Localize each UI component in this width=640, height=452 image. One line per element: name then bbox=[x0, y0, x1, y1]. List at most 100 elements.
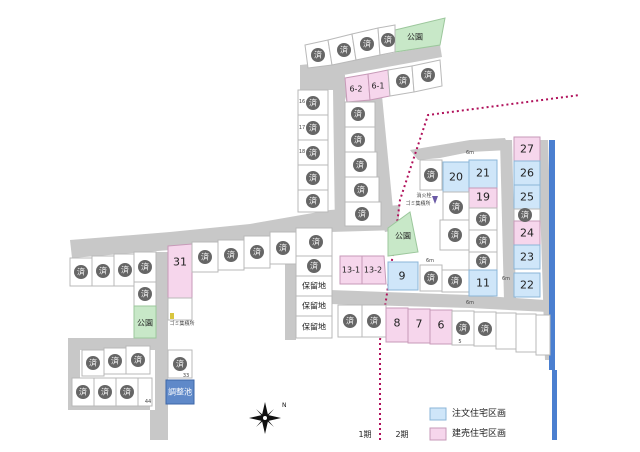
lot-number-labels: 6-2 6-1 31 13-1 13-2 9 8 7 6 11 20 21 19… bbox=[145, 82, 534, 406]
sold-mark-text: 済 bbox=[309, 196, 317, 206]
sold-marker: 済 bbox=[306, 121, 320, 135]
lot-number-26: 26 bbox=[520, 167, 534, 180]
lot-s5 bbox=[495, 312, 517, 350]
sold-marker: 済 bbox=[86, 356, 100, 370]
lot-22 bbox=[513, 272, 541, 298]
sold-marker: 済 bbox=[138, 260, 152, 274]
road-east-spine bbox=[500, 140, 516, 300]
sold-mark-text: 済 bbox=[134, 355, 142, 365]
width-6m-2: 6m bbox=[426, 258, 434, 264]
sold-mark-text: 済 bbox=[424, 70, 432, 80]
sold-mark-text: 済 bbox=[101, 387, 109, 397]
sold-mark-text: 済 bbox=[79, 387, 87, 397]
lot-number-5: 5 bbox=[458, 339, 461, 345]
sold-marker: 済 bbox=[311, 48, 325, 62]
sold-marker: 済 bbox=[343, 314, 357, 328]
park-north-label: 公園 bbox=[407, 33, 423, 42]
sold-mark-text: 済 bbox=[309, 173, 317, 183]
lot-31 bbox=[167, 243, 193, 299]
garbage-label-west: ゴミ集積所 bbox=[169, 320, 194, 327]
sold-marker: 済 bbox=[448, 228, 462, 242]
lot-number-22: 22 bbox=[520, 279, 534, 292]
lot-number-9: 9 bbox=[399, 270, 406, 283]
sold-marker: 済 bbox=[74, 265, 88, 279]
sold-marker: 済 bbox=[354, 183, 368, 197]
svg-text:N: N bbox=[282, 402, 287, 409]
sold-mark-text: 済 bbox=[479, 214, 487, 224]
lot-number-11: 11 bbox=[476, 277, 490, 290]
sold-mark-text: 済 bbox=[111, 356, 119, 366]
sold-mark-text: 済 bbox=[452, 202, 460, 212]
sold-mark-text: 済 bbox=[312, 237, 320, 247]
lot-number-18: 18 bbox=[299, 149, 305, 155]
sold-mark-text: 済 bbox=[363, 39, 371, 49]
sold-marker: 済 bbox=[276, 241, 290, 255]
lot-number-24: 24 bbox=[520, 227, 534, 240]
road-west-main bbox=[70, 205, 400, 258]
sold-marker: 済 bbox=[306, 171, 320, 185]
sold-mark-text: 済 bbox=[99, 266, 107, 276]
road-north-spine bbox=[300, 62, 345, 230]
sold-marker: 済 bbox=[448, 274, 462, 288]
lot-s1 bbox=[337, 304, 363, 338]
sold-mark-text: 済 bbox=[354, 109, 362, 119]
lot-number-6-1: 6-1 bbox=[371, 82, 384, 91]
sold-mark-text: 済 bbox=[451, 230, 459, 240]
lot-26 bbox=[513, 160, 541, 186]
sold-mark-text: 済 bbox=[479, 236, 487, 246]
sold-marker: 済 bbox=[355, 207, 369, 221]
sold-mark-text: 済 bbox=[89, 358, 97, 368]
sold-mark-text: 済 bbox=[358, 209, 366, 219]
sold-mark-text: 済 bbox=[176, 359, 184, 369]
width-6m-1: 6m bbox=[466, 150, 474, 156]
pond bbox=[165, 379, 195, 405]
lot-13-2 bbox=[361, 255, 387, 285]
sold-marker: 済 bbox=[424, 271, 438, 285]
sold-marker: 済 bbox=[198, 250, 212, 264]
road-north-top bbox=[305, 45, 442, 82]
sold-mark-text: 済 bbox=[253, 247, 261, 257]
sold-markers: 済済済済済済済済済済済済済済済済済済済済済済済済済済済済済済済済済済済済済済済済… bbox=[74, 33, 532, 399]
legend-order-label: 注文住宅区画 bbox=[452, 407, 506, 419]
compass-rose-icon: N bbox=[249, 402, 287, 434]
sold-marker: 済 bbox=[118, 263, 132, 277]
phase-boundary-line bbox=[379, 94, 581, 440]
lot-number-44: 44 bbox=[145, 399, 151, 405]
legend-built-label: 建売住宅区画 bbox=[452, 427, 506, 439]
lot-number-25: 25 bbox=[520, 191, 534, 204]
sold-marker: 済 bbox=[367, 314, 381, 328]
sold-marker: 済 bbox=[353, 158, 367, 172]
sold-marker: 済 bbox=[108, 354, 122, 368]
sold-mark-text: 済 bbox=[399, 76, 407, 86]
reserved-1-label: 保留地 bbox=[302, 281, 326, 291]
lot-sw7 bbox=[137, 377, 153, 407]
sold-mark-text: 済 bbox=[370, 316, 378, 326]
lot-9 bbox=[387, 261, 419, 291]
sold-marker: 済 bbox=[449, 200, 463, 214]
sold-marker: 済 bbox=[476, 234, 490, 248]
sold-marker: 済 bbox=[306, 146, 320, 160]
sold-mark-text: 済 bbox=[123, 387, 131, 397]
sold-mark-text: 済 bbox=[459, 323, 467, 333]
river-lower bbox=[552, 370, 557, 440]
sold-marker: 済 bbox=[360, 37, 374, 51]
lots-central: 保留地 保留地 保留地 公園 bbox=[295, 211, 551, 356]
lot-number-7: 7 bbox=[416, 318, 423, 331]
sold-marker: 済 bbox=[337, 43, 351, 57]
sold-mark-text: 済 bbox=[346, 316, 354, 326]
park-central-label: 公園 bbox=[395, 232, 411, 241]
lot-number-23: 23 bbox=[520, 251, 534, 264]
sold-marker: 済 bbox=[250, 245, 264, 259]
lot-s6 bbox=[515, 313, 537, 353]
sold-marker: 済 bbox=[478, 322, 492, 336]
sold-mark-text: 済 bbox=[77, 267, 85, 277]
lot-number-21: 21 bbox=[476, 167, 490, 180]
sold-marker: 済 bbox=[138, 287, 152, 301]
sold-marker: 済 bbox=[476, 254, 490, 268]
lot-number-8: 8 bbox=[394, 317, 401, 330]
sold-marker: 済 bbox=[131, 353, 145, 367]
sold-marker: 済 bbox=[306, 194, 320, 208]
sold-marker: 済 bbox=[173, 357, 187, 371]
sold-mark-text: 済 bbox=[481, 324, 489, 334]
